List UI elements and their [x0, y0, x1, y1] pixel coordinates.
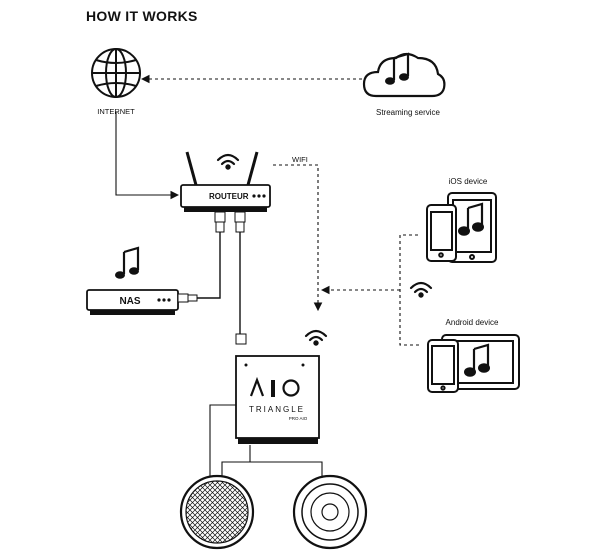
nas-box-icon	[86, 289, 198, 315]
router-wifi-link	[273, 164, 323, 312]
amp-model-label: PRO AIO	[289, 416, 308, 421]
nas-label: NAS	[119, 296, 140, 307]
internet-to-router-link	[115, 112, 180, 200]
speaker-left-cable	[209, 404, 236, 478]
internet-label: INTERNET	[97, 107, 135, 116]
phone-tablet-icon	[426, 192, 497, 263]
amplifier-box	[235, 333, 320, 444]
amp-brand-label: TRIANGLE	[249, 405, 305, 414]
speaker-woofer-icon	[292, 474, 368, 550]
connection-lines	[115, 74, 420, 478]
page-title: HOW IT WORKS	[86, 8, 198, 24]
android-label: Android device	[446, 318, 499, 327]
streaming-label: Streaming service	[376, 108, 441, 117]
devices-to-wifi-link	[322, 234, 420, 346]
router-nas-cable	[197, 215, 221, 299]
speaker-right-cable	[221, 445, 323, 478]
speaker-grille-icon	[179, 474, 255, 550]
router-wifi-icon	[216, 153, 240, 170]
devices-wifi-icon	[409, 281, 433, 298]
music-cloud-icon	[362, 52, 446, 98]
globe-icon	[91, 48, 141, 98]
nas-music-note-icon	[113, 246, 141, 280]
android-phone-tablet-icon	[427, 334, 520, 393]
amp-wifi-icon	[304, 329, 328, 346]
router-label: ROUTEUR	[209, 192, 249, 201]
router-icon	[180, 151, 271, 233]
wifi-label: WIFI	[292, 155, 308, 164]
ios-label: iOS device	[449, 177, 488, 186]
